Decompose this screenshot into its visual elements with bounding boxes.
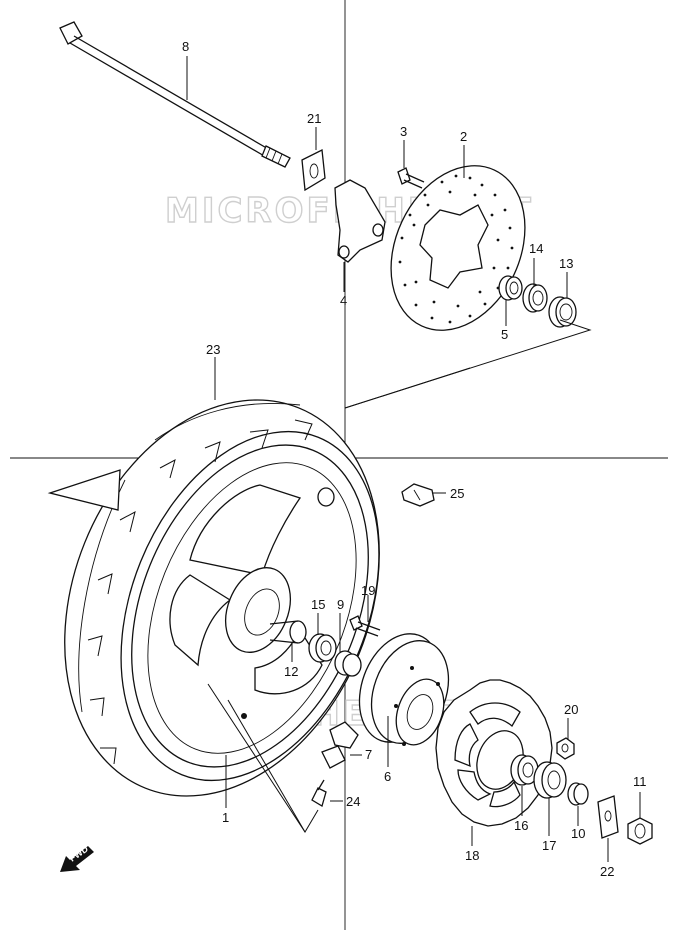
damper[interactable]: [321, 721, 359, 769]
label-21: 21: [307, 111, 321, 126]
bearing-left[interactable]: [522, 283, 548, 313]
sprocket-carrier[interactable]: [345, 622, 462, 754]
wheel-spacer-left[interactable]: [498, 275, 523, 301]
label-6: 6: [384, 769, 391, 784]
sprocket-nut[interactable]: [556, 737, 575, 760]
caliper-bracket[interactable]: [334, 179, 386, 263]
oil-seal-right[interactable]: [533, 761, 567, 799]
oil-seal-left[interactable]: [548, 296, 577, 328]
label-20: 20: [564, 702, 578, 717]
brake-disc[interactable]: [365, 144, 550, 352]
hub-bearing[interactable]: [308, 633, 337, 663]
axle[interactable]: [59, 21, 291, 168]
label-10: 10: [571, 826, 585, 841]
axle-nut[interactable]: [627, 817, 653, 845]
label-4: 4: [340, 293, 347, 308]
callout-wedge-upper: [344, 319, 592, 409]
nut-clip[interactable]: [401, 483, 435, 507]
rear-sprocket[interactable]: [435, 679, 553, 827]
label-23: 23: [206, 342, 220, 357]
label-25: 25: [450, 486, 464, 501]
label-7: 7: [365, 747, 372, 762]
label-15: 15: [311, 597, 325, 612]
leader-lines: [186, 56, 641, 862]
stud-bolt[interactable]: [349, 615, 381, 637]
label-1: 1: [222, 810, 229, 825]
label-24: 24: [346, 794, 360, 809]
label-17: 17: [542, 838, 556, 853]
label-8: 8: [182, 39, 189, 54]
tire-valve[interactable]: [311, 779, 327, 807]
wheel-spacer-right[interactable]: [567, 782, 589, 806]
label-2: 2: [460, 129, 467, 144]
label-19: 19: [361, 583, 375, 598]
disc-bolt[interactable]: [397, 167, 425, 189]
hub-spacer[interactable]: [269, 620, 307, 644]
label-5: 5: [501, 327, 508, 342]
label-16: 16: [514, 818, 528, 833]
label-9: 9: [337, 597, 344, 612]
label-18: 18: [465, 848, 479, 863]
label-14: 14: [529, 241, 543, 256]
label-3: 3: [400, 124, 407, 139]
label-13: 13: [559, 256, 573, 271]
wheel-rim[interactable]: [87, 410, 413, 802]
label-11: 11: [633, 774, 647, 789]
label-12: 12: [284, 664, 298, 679]
label-22: 22: [600, 864, 614, 879]
bearing-right[interactable]: [510, 754, 539, 786]
sprocket-collar[interactable]: [334, 650, 362, 677]
axle-plate[interactable]: [301, 148, 326, 192]
forward-arrow-icon: FWD: [60, 843, 94, 872]
adjuster-plate[interactable]: [597, 795, 619, 839]
part-labels: 8 21 3 2 14 13 4 5 23 25 19 15 9 12 20 7…: [182, 39, 647, 879]
